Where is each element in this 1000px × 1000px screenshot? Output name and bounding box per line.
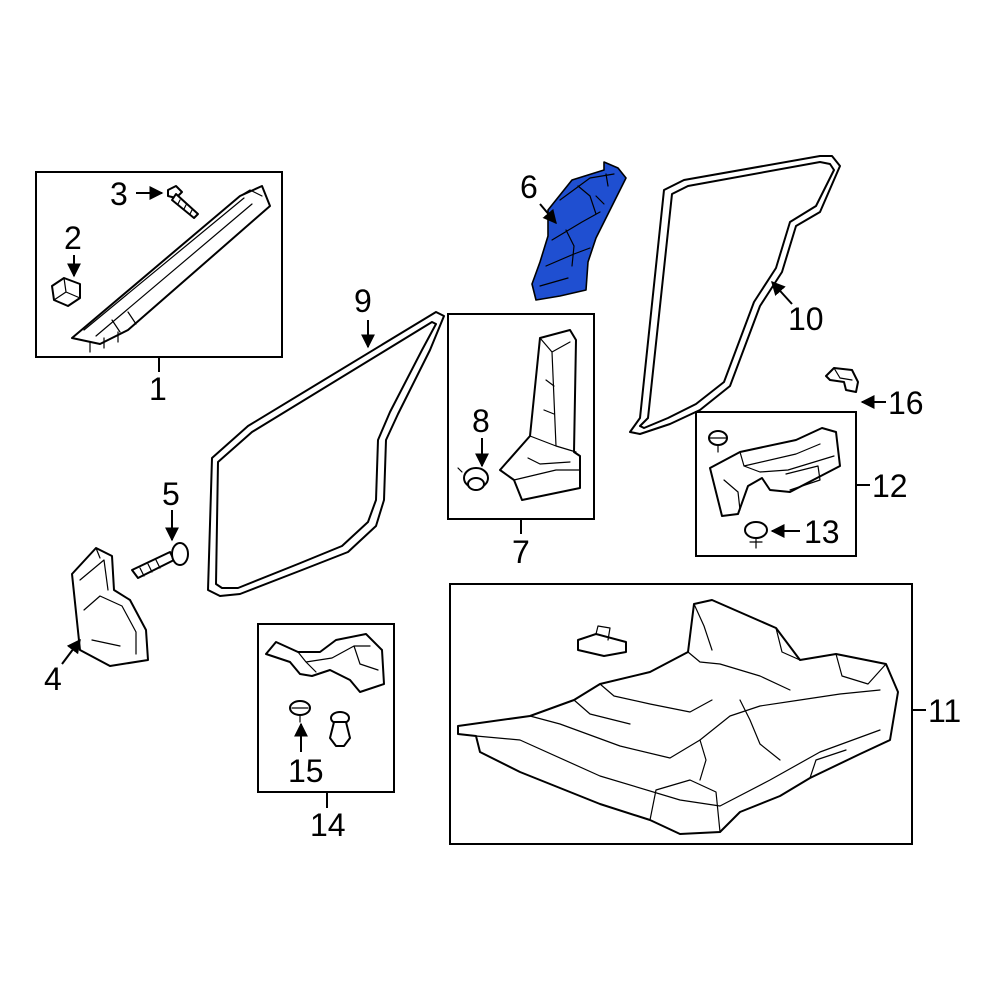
clip-part-near-12[interactable] — [708, 430, 728, 453]
sill-trim-part[interactable] — [709, 427, 841, 517]
bolt-5[interactable]: 5 — [131, 476, 189, 579]
group-1-pillar-trim[interactable]: 3 2 1 — [35, 171, 283, 407]
part-6-trim[interactable] — [531, 161, 627, 301]
bolt-3[interactable] — [167, 185, 199, 219]
fastener-8[interactable] — [457, 467, 489, 491]
callout-13: 13 — [804, 514, 840, 550]
rear-door-weatherstrip-10[interactable]: 10 — [629, 155, 841, 435]
pillar-trim-part[interactable] — [71, 185, 271, 353]
bracket-16[interactable]: 16 — [825, 367, 924, 421]
group-11-floor-carpet[interactable]: 11 — [449, 583, 961, 845]
highlighted-part-6[interactable]: 6 — [520, 161, 627, 301]
clip-15[interactable] — [289, 700, 311, 723]
front-door-weatherstrip-9[interactable]: 9 — [207, 283, 445, 597]
callout-10: 10 — [788, 301, 824, 337]
leader-10 — [771, 280, 793, 305]
small-clip-part[interactable] — [577, 625, 627, 657]
kick-panel-4[interactable]: 4 — [44, 547, 149, 697]
callout-5: 5 — [162, 476, 180, 512]
group-7-pillar-lower-trim[interactable]: 8 7 — [447, 313, 595, 570]
callout-8: 8 — [472, 403, 490, 439]
clip-part-near-15[interactable] — [329, 711, 351, 747]
bracket-part-14[interactable] — [265, 633, 385, 693]
callout-6: 6 — [520, 169, 538, 205]
group-11-frame — [449, 583, 913, 845]
group-14-bracket-set[interactable]: 15 14 — [257, 623, 395, 843]
callout-3: 3 — [110, 176, 128, 212]
callout-4: 4 — [44, 661, 62, 697]
pillar-lower-trim-part[interactable] — [499, 329, 581, 501]
callout-1: 1 — [149, 371, 167, 407]
group-12-sill-trim[interactable]: 13 12 — [695, 411, 908, 557]
callout-7: 7 — [512, 534, 530, 570]
callout-15: 15 — [288, 753, 324, 789]
callout-9: 9 — [354, 283, 372, 319]
floor-carpet-part[interactable] — [457, 599, 899, 835]
callout-12: 12 — [872, 468, 908, 504]
callout-16: 16 — [888, 385, 924, 421]
callout-2: 2 — [64, 220, 82, 256]
leader-6 — [539, 203, 557, 225]
leader-4 — [61, 638, 81, 665]
callout-11: 11 — [928, 693, 961, 729]
clip-13[interactable] — [744, 521, 768, 549]
clip-2[interactable] — [51, 277, 81, 307]
callout-14: 14 — [310, 807, 346, 843]
